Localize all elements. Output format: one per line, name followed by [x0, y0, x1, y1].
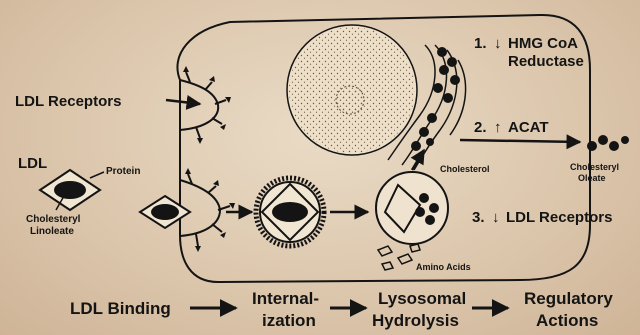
- ldl-particle-free: [40, 170, 100, 210]
- pathway-step-3-line1: Lysosomal: [378, 289, 466, 308]
- label-protein: Protein: [106, 166, 140, 177]
- effect-2: 2. ↑ ACAT: [474, 119, 549, 136]
- label-amino-acids: Amino Acids: [416, 262, 471, 272]
- nucleus: [287, 25, 417, 155]
- effect-number: 2.: [474, 119, 487, 136]
- label-cholesteryl-out: Cholesteryl: [570, 162, 619, 172]
- effect-3: 3. ↓ LDL Receptors: [472, 209, 612, 226]
- label-ldl: LDL: [18, 155, 47, 172]
- effect-number: 3.: [472, 209, 485, 226]
- ldl-particle-bound: [140, 196, 190, 228]
- label-cholesteryl: Cholesteryl: [26, 214, 81, 225]
- arrow-acat: [460, 140, 580, 142]
- pathway-step-4-line2: Actions: [536, 311, 598, 330]
- cholesteryl-oleate-droplets: [587, 135, 629, 151]
- amino-acid-fragments: [378, 244, 420, 270]
- up-arrow-icon: ↑: [494, 119, 502, 136]
- effect-text-2: Reductase: [508, 53, 584, 70]
- down-arrow-icon: ↓: [492, 209, 500, 226]
- pathway-step-4-line1: Regulatory: [524, 289, 613, 308]
- coated-pit-upper: [180, 66, 231, 144]
- pathway-step-2-line2: ization: [262, 311, 316, 330]
- down-arrow-icon: ↓: [494, 35, 502, 52]
- label-cholesterol: Cholesterol: [440, 164, 490, 174]
- label-ldl-receptors: LDL Receptors: [15, 93, 121, 110]
- effect-text: HMG CoA: [508, 35, 578, 52]
- leader-protein: [90, 172, 104, 178]
- pathway-step-2-line1: Internal-: [252, 289, 319, 308]
- label-linoleate: Linoleate: [30, 226, 74, 237]
- arrow-receptors: [166, 100, 200, 104]
- pathway-row: LDL Binding Internal- ization Lysosomal …: [70, 289, 613, 330]
- effect-1: 1. ↓ HMG CoA Reductase: [474, 35, 584, 70]
- effect-text: ACAT: [508, 119, 549, 136]
- pathway-step-3-line2: Hydrolysis: [372, 311, 459, 330]
- coated-vesicle: [256, 178, 324, 246]
- effect-text: LDL Receptors: [506, 209, 612, 226]
- effect-number: 1.: [474, 35, 487, 52]
- arrow-cholesterol-up: [412, 150, 424, 170]
- lysosome: [376, 172, 448, 244]
- label-oleate: Oleate: [578, 173, 606, 183]
- pathway-step-1: LDL Binding: [70, 299, 171, 318]
